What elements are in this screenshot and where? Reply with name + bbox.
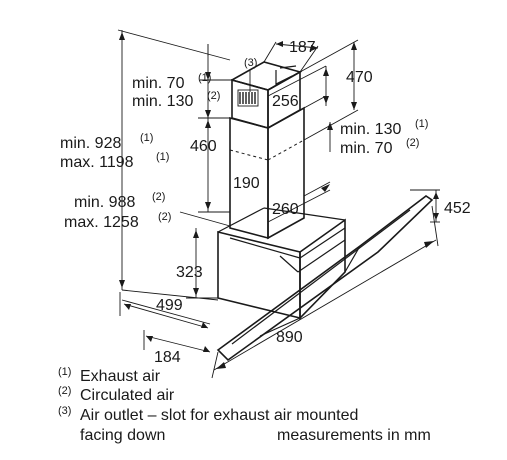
svg-text:(1): (1) bbox=[198, 72, 211, 84]
dim-499-label: 499 bbox=[156, 297, 183, 314]
svg-text:(2): (2) bbox=[152, 191, 165, 203]
svg-text:(1): (1) bbox=[156, 151, 169, 163]
svg-text:min. 130: min. 130 bbox=[132, 93, 193, 110]
dim-184 bbox=[143, 330, 211, 353]
svg-text:(2): (2) bbox=[207, 90, 220, 102]
svg-text:min. 70: min. 70 bbox=[132, 75, 185, 92]
dim-187 bbox=[263, 41, 319, 73]
dim-452-label: 452 bbox=[444, 200, 471, 217]
dim-890 bbox=[211, 205, 439, 379]
legend-item-3-cont: facing down bbox=[80, 427, 165, 444]
label-max1198: max. 1198 (1) bbox=[60, 151, 169, 171]
label-min70-top: min. 70 (1) bbox=[132, 72, 211, 92]
label-min130-top: min. 130 (2) bbox=[132, 90, 220, 110]
dim-470 bbox=[299, 39, 359, 141]
dim-260 bbox=[267, 181, 331, 223]
dim-470-label: 470 bbox=[346, 69, 373, 86]
svg-text:(2): (2) bbox=[158, 211, 171, 223]
label-min928: min. 928 (1) bbox=[60, 132, 153, 152]
legend: (1) Exhaust air (2) Circulated air (3) A… bbox=[58, 366, 431, 444]
dim-323 bbox=[179, 211, 231, 299]
svg-text:min. 928: min. 928 bbox=[60, 135, 121, 152]
dim-min70-top bbox=[200, 44, 232, 118]
svg-text:min. 70: min. 70 bbox=[340, 140, 393, 157]
dim-187-label: 187 bbox=[289, 39, 316, 56]
svg-text:min. 988: min. 988 bbox=[74, 194, 135, 211]
dim-min130-right bbox=[327, 122, 333, 152]
dim-184-label: 184 bbox=[154, 349, 181, 366]
legend-item-2: (2) Circulated air bbox=[58, 385, 175, 404]
label-min130-right: min. 130 (1) bbox=[340, 118, 428, 138]
svg-text:max. 1198: max. 1198 bbox=[60, 154, 134, 171]
dim-256 bbox=[267, 65, 329, 109]
callout-3: (3) bbox=[244, 57, 257, 69]
legend-item-1: (1) Exhaust air bbox=[58, 366, 161, 385]
svg-text:(3): (3) bbox=[58, 405, 71, 417]
hood-body bbox=[216, 195, 434, 362]
dim-323-label: 323 bbox=[176, 264, 203, 281]
dim-total-height bbox=[117, 29, 231, 301]
dim-452 bbox=[410, 189, 440, 223]
dim-256-label: 256 bbox=[272, 93, 299, 110]
svg-text:Exhaust air: Exhaust air bbox=[80, 368, 161, 385]
units-note: measurements in mm bbox=[277, 427, 431, 444]
chimney-lower bbox=[229, 106, 305, 240]
svg-text:max. 1258: max. 1258 bbox=[64, 214, 139, 231]
svg-text:(1): (1) bbox=[415, 118, 428, 130]
dim-190-label: 190 bbox=[233, 175, 260, 192]
svg-text:(2): (2) bbox=[58, 385, 71, 397]
label-max1258: max. 1258 (2) bbox=[64, 211, 171, 231]
dim-460-label: 460 bbox=[190, 138, 217, 155]
label-min70-right: min. 70 (2) bbox=[340, 137, 419, 157]
dim-260-label: 260 bbox=[272, 201, 299, 218]
svg-text:(1): (1) bbox=[58, 366, 71, 378]
svg-text:(1): (1) bbox=[140, 132, 153, 144]
air-outlet-slot bbox=[237, 89, 259, 107]
dim-460 bbox=[198, 117, 232, 213]
dim-499 bbox=[119, 292, 211, 329]
label-min988: min. 988 (2) bbox=[74, 191, 165, 211]
svg-text:min. 130: min. 130 bbox=[340, 121, 401, 138]
svg-text:(2): (2) bbox=[406, 137, 419, 149]
svg-text:Air outlet – slot for exhaust: Air outlet – slot for exhaust air mounte… bbox=[80, 407, 358, 424]
svg-text:Circulated air: Circulated air bbox=[80, 387, 175, 404]
legend-item-3: (3) Air outlet – slot for exhaust air mo… bbox=[58, 405, 358, 424]
dim-890-label: 890 bbox=[276, 329, 303, 346]
